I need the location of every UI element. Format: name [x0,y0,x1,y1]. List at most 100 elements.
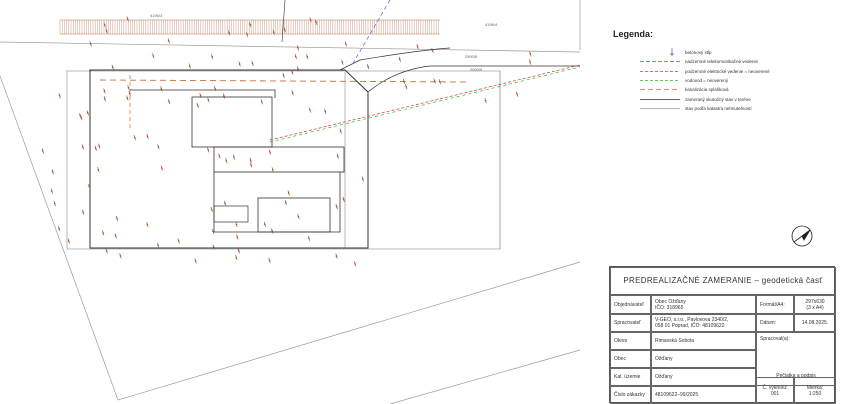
sewer-line-icon [640,89,680,91]
survey-point [291,90,294,96]
survey-drawing: 4196/3 4196/4 2900/8 2900/9 [0,0,581,404]
survey-point [214,85,217,92]
survey-point [398,56,401,62]
survey-point [207,147,210,153]
survey-point [218,153,221,159]
survey-point [283,27,286,33]
survey-point [232,154,235,160]
survey-point [237,248,240,254]
survey-point [119,253,122,259]
survey-point [416,43,419,50]
survey-point [433,78,436,84]
survey-point [51,169,54,175]
survey-point [309,17,312,23]
survey-point [212,244,215,250]
survey-point [157,242,160,248]
parcel-label: 4196/3 [150,13,163,18]
survey-point [251,60,254,67]
survey-point [103,88,106,94]
survey-point [268,149,272,155]
survey-point [105,248,108,254]
parcel-label: 2900/8 [465,54,478,59]
survey-point [306,54,309,60]
row-label: Číslo zákazky [610,386,651,404]
parcel-labels: 4196/3 4196/4 2900/8 2900/9 [150,13,498,72]
survey-point [249,21,252,28]
row-value: Rimavská Sobota [651,332,756,350]
survey-point [127,85,130,91]
cadastre-line-icon [640,107,680,109]
survey-point [211,228,215,235]
processed-label: Spracoval(a): [760,336,790,342]
survey-point [335,204,338,210]
scale: Mierka:1:250 [794,377,836,404]
survey-point [128,91,131,97]
row-value: Obec Ožďany IČO: 318965 [651,295,756,314]
survey-point [336,153,339,159]
survey-point [222,93,226,99]
survey-point [250,162,253,168]
row-label: Spracovateľ [610,314,651,332]
survey-point [160,86,163,92]
parcel-label: 2900/9 [470,67,483,72]
format-value: 297x630 (3 x A4) [794,295,836,314]
survey-point [272,29,275,35]
survey-point [167,38,170,44]
legend-item: vodovod = neoverený [640,76,840,85]
survey-point [146,221,149,228]
parcel-label: 4196/4 [485,22,498,27]
survey-point [236,234,239,240]
legend-label: stav podľa katastra nehnuteľností [685,105,752,111]
survey-point [308,107,312,113]
drawing-number: Č. výkresu:001 [756,377,794,404]
north-arrow-icon [791,225,813,247]
survey-point [335,253,338,259]
legend-item: stav podľa katastra nehnuteľností [640,104,840,113]
survey-point [105,28,108,34]
survey-point [228,30,231,36]
survey-point [126,16,129,22]
survey-point [207,97,210,103]
row-value: V-GEO, s.r.o., Pavlovova 2340/2, 058 01 … [651,314,756,332]
survey-point [133,135,136,141]
survey-point [238,61,241,67]
date-label: Dátum: [756,314,794,332]
scale-value: 1:250 [808,390,822,397]
scale-label: Mierka: [806,384,824,391]
survey-point [94,145,97,151]
title-block-title: PREDREALIZAČNÉ ZAMERANIE – geodetická ča… [610,267,836,295]
survey-point [98,143,101,149]
survey-point [431,47,434,54]
survey-point [223,200,227,207]
survey-point [271,228,274,234]
survey-point [405,84,408,90]
survey-point [315,19,318,25]
signature-label: Pečiatka a podpis [776,373,816,379]
survey-point [115,215,119,221]
legend-label: kanalizácia splašková [685,87,729,93]
survey-point [271,167,274,173]
survey-point [88,183,91,190]
survey-point [249,157,252,163]
survey-point [188,63,191,69]
survey-point [80,115,83,121]
legend-title: Legenda: [613,29,654,39]
survey-point [529,59,532,65]
drawing-no-value: 001 [770,390,780,397]
survey-point [246,31,249,37]
survey-point [341,59,344,65]
survey-point [53,200,56,207]
survey-point [307,235,311,242]
survey-point [294,53,297,60]
survey-point [89,41,92,47]
survey-point [529,51,532,57]
survey-point [484,98,487,104]
row-label: Kat. územie [610,368,651,386]
survey-point [194,258,197,264]
survey-point [324,108,327,115]
sewer-line [99,79,471,83]
legend-label: podzemné elektrické vedenie = neoverené [685,68,770,74]
row-label: Objednávateľ [610,295,651,314]
legend-item: kanalizácia splašková [640,85,840,94]
survey-point [67,238,70,244]
